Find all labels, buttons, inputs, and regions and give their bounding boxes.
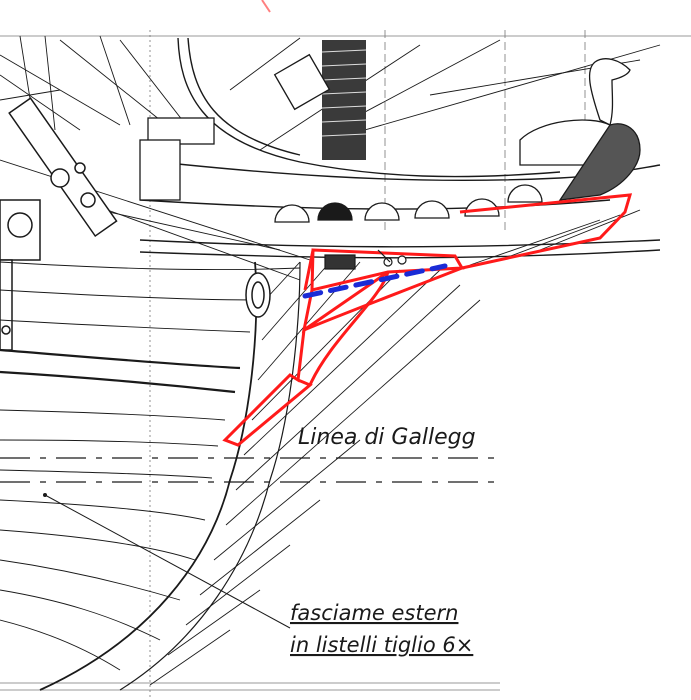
anchor-assembly — [0, 97, 118, 351]
leader-dot — [43, 493, 47, 497]
leader-line — [44, 494, 291, 629]
red-highlight-outline — [222, 193, 633, 447]
head-rail-arches — [274, 184, 543, 223]
blank-margin — [500, 270, 691, 700]
planking-note-line2: in listelli tiglio 6× — [290, 633, 473, 657]
blue-dashed-marker — [302, 263, 448, 299]
blank-margin-top — [0, 0, 691, 30]
cathead-timbers — [139, 53, 331, 201]
hull-planking — [0, 209, 641, 691]
bowsprit-fittings — [324, 249, 407, 270]
planking-note-line1: fasciame estern — [290, 601, 458, 625]
waterline-label: Linea di Gallegg — [298, 425, 476, 450]
figurehead — [519, 58, 641, 201]
hawse-hole — [245, 272, 271, 318]
waterlines — [0, 457, 500, 483]
red-tick-top — [261, 0, 271, 13]
anchor-cable — [321, 40, 367, 160]
